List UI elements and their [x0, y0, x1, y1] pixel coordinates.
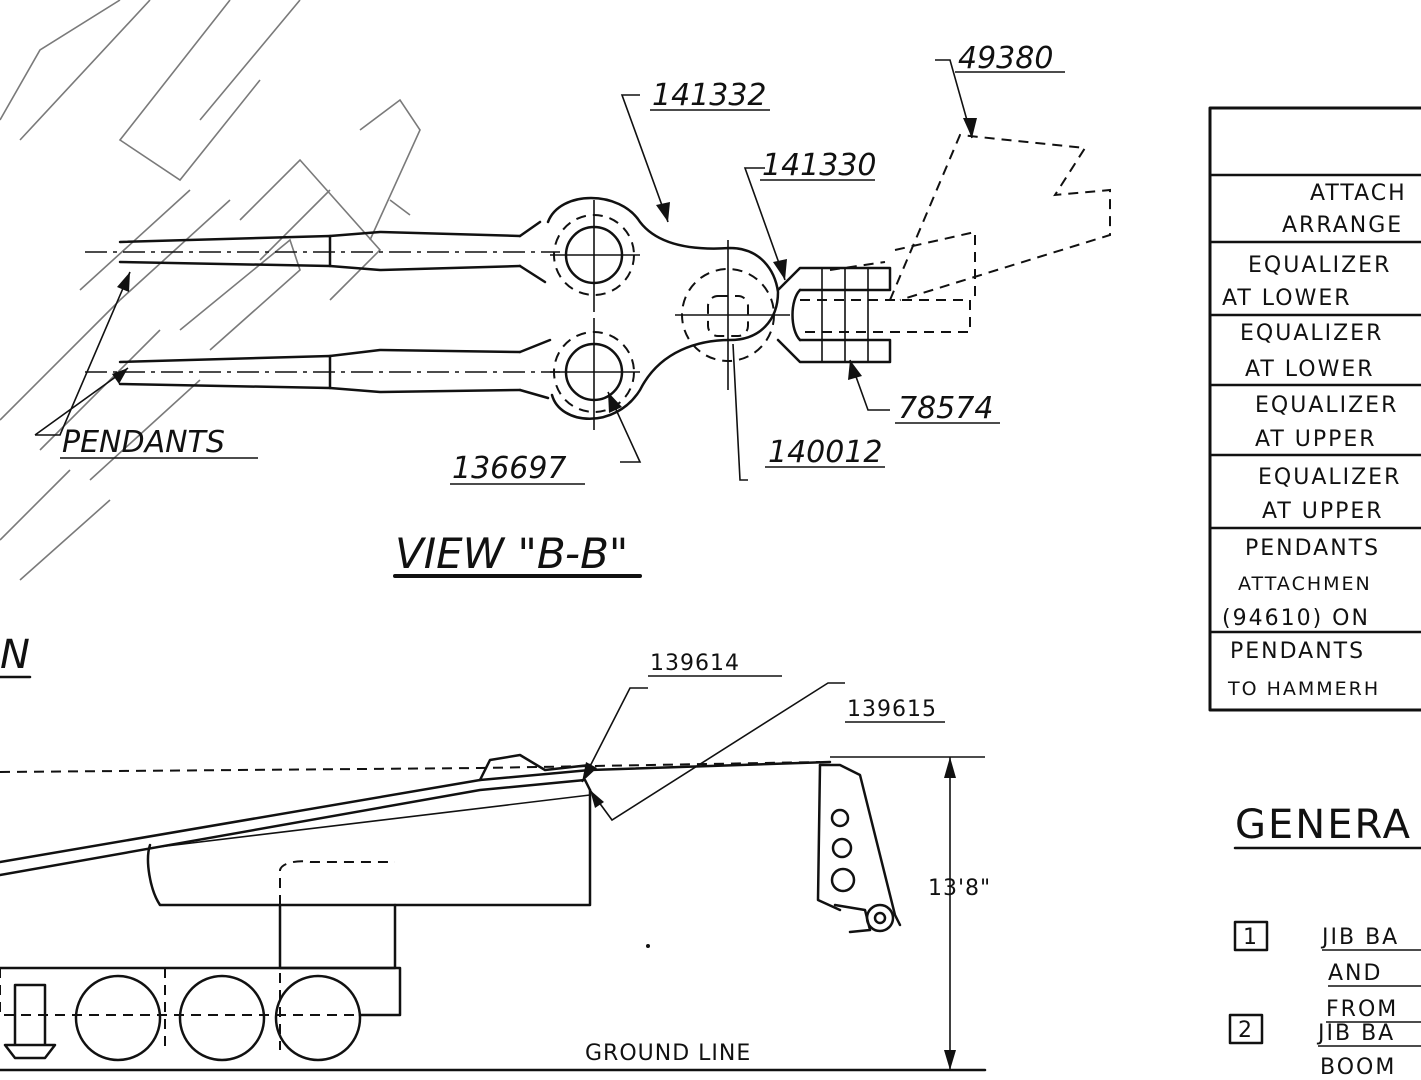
pendants-label: PENDANTS: [62, 425, 225, 460]
part-label-140012: 140012: [768, 435, 883, 470]
note-1-number: 1: [1243, 925, 1258, 950]
view-b-b-title: VIEW "B-B": [395, 529, 628, 578]
elevation-drawing: N: [0, 632, 987, 1072]
table-row-6-line-2: ATTACHMEN: [1238, 573, 1372, 595]
part-label-139614: 139614: [650, 651, 740, 676]
table-row-4-line-1: EQUALIZER: [1255, 393, 1398, 418]
note-2-line-1: JIB BA: [1316, 1021, 1395, 1046]
note-1-line-2: AND: [1328, 961, 1382, 986]
view-b-b-leaders: [34, 59, 977, 481]
table-row-5-line-2: AT UPPER: [1262, 499, 1384, 524]
elevation-labels: 139614 139615 13'8" GROUND LINE: [581, 651, 991, 1066]
part-label-136697: 136697: [452, 451, 567, 486]
table-row-6-line-1: PENDANTS: [1245, 536, 1380, 561]
table-row-1-line-2: ARRANGE: [1282, 213, 1403, 238]
height-dimension: 13'8": [928, 876, 991, 901]
general-notes: GENERA 1 JIB BA AND FROM 2 JIB BA BOOM: [1228, 802, 1421, 1080]
part-label-78574: 78574: [898, 391, 993, 426]
table-row-6-line-3: (94610) ON: [1222, 606, 1370, 631]
attachment-table: ATTACH ARRANGE EQUALIZER AT LOWER EQUALI…: [1208, 106, 1421, 712]
note-1-line-3: FROM: [1326, 997, 1398, 1022]
part-label-139615: 139615: [847, 697, 937, 722]
table-row-5-line-1: EQUALIZER: [1258, 465, 1401, 490]
elevation-fragment-label: N: [0, 632, 30, 678]
table-row-2-line-1: EQUALIZER: [1248, 253, 1391, 278]
table-row-3-line-2: AT LOWER: [1245, 357, 1375, 382]
general-notes-heading: GENERA: [1235, 802, 1412, 848]
note-2-line-2: BOOM: [1320, 1055, 1396, 1080]
table-row-3-line-1: EQUALIZER: [1240, 321, 1383, 346]
view-b-b-drawing: [85, 133, 1111, 430]
table-row-2-line-2: AT LOWER: [1222, 286, 1352, 311]
table-row-1-line-1: ATTACH: [1310, 181, 1407, 206]
view-b-b-labels: 49380 141332 141330 78574 140012 136697 …: [60, 41, 1065, 578]
ground-line-label: GROUND LINE: [585, 1041, 751, 1066]
table-row-7-line-1: PENDANTS: [1230, 639, 1365, 664]
table-row-4-line-2: AT UPPER: [1255, 427, 1377, 452]
note-1-line-1: JIB BA: [1320, 925, 1399, 950]
part-label-141332: 141332: [652, 78, 767, 113]
part-label-141330: 141330: [762, 148, 877, 183]
part-label-49380: 49380: [958, 41, 1053, 76]
note-2-number: 2: [1238, 1018, 1253, 1043]
table-row-7-line-2: TO HAMMERH: [1227, 678, 1380, 700]
watermark: [0, 0, 421, 581]
